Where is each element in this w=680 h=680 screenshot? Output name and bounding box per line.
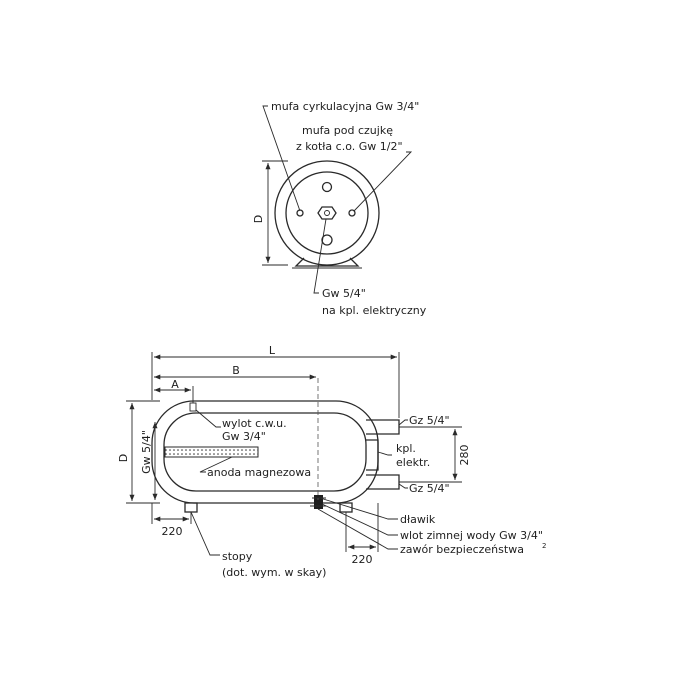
label-gz-bottom: Gz 5/4" [409, 482, 450, 495]
tank-inner-circle [285, 171, 369, 255]
label-wlot: wlot zimnej wody Gw 3/4" [400, 529, 543, 542]
label-anoda: anoda magnezowa [207, 466, 311, 479]
gz-bottom-connector [366, 474, 400, 490]
leader-wylot [195, 409, 221, 428]
leader-gz-bottom [398, 483, 408, 489]
label-kpl-line2: elektr. [396, 456, 430, 469]
label-mufa-cyrkulacyjna: mufa cyrkulacyjna Gw 3/4" [271, 100, 419, 113]
leader-kpl [377, 451, 392, 456]
foot-left [184, 502, 198, 513]
port-bottom-dot [321, 234, 333, 246]
leader-mufa-cyrk [262, 105, 301, 212]
central-flange-hex [317, 206, 337, 220]
port-right-dot [348, 209, 356, 217]
label-zawor: zawór bezpieczeństwa [400, 543, 524, 556]
anoda-magnezowa [164, 446, 259, 458]
port-top-dot [321, 181, 333, 193]
leader-zawor [317, 508, 398, 550]
dim-280-label: 280 [458, 445, 471, 466]
side-view: L B A D Gw 5/4" 280 220 220 [117, 344, 546, 579]
dlawik-block [314, 495, 323, 509]
label-stopy-line2: (dot. wym. w skay) [222, 566, 326, 579]
label-dlawik: dławik [400, 513, 436, 526]
tank-stand [294, 257, 360, 267]
tank-outer-circle [274, 160, 380, 266]
end-view: D mufa cyrkulacyjna Gw 3/4" mufa pod czu… [252, 100, 427, 317]
label-kpl-line1: kpl. [396, 442, 416, 455]
leader-gz-top [398, 419, 408, 426]
dim-220-right-label: 220 [352, 553, 373, 566]
dim-d-side-label: D [117, 454, 130, 462]
label-mufa-czujka-line2: z kotła c.o. Gw 1/2" [296, 140, 403, 153]
leader-stopy [190, 511, 220, 556]
dim-d-label: D [252, 215, 265, 223]
tank-inner-body [163, 412, 367, 492]
dim-l-label: L [269, 344, 276, 357]
leader-dlawik [319, 497, 398, 520]
dim-a-label: A [171, 378, 179, 391]
dim-gw54-vertical-label: Gw 5/4" [140, 430, 153, 474]
dim-220-left-label: 220 [162, 525, 183, 538]
leader-wlot [321, 503, 398, 536]
leader-anoda [199, 456, 233, 473]
leader-mufa-czujka [353, 151, 413, 212]
wylot-stub [189, 402, 197, 412]
label-wylot-line2: Gw 3/4" [222, 430, 266, 443]
label-gw54-top: Gw 5/4" [322, 287, 366, 300]
dim-b-label: B [232, 364, 240, 377]
leader-gw54 [313, 218, 327, 294]
label-wylot-line1: wylot c.w.u. [222, 417, 287, 430]
gz-top-connector [366, 419, 400, 435]
label-zawor-superscript: 2 [542, 542, 546, 550]
label-stopy-line1: stopy [222, 550, 253, 563]
kpl-elektr-connector [366, 439, 379, 471]
label-mufa-czujka-line1: mufa pod czujkę [302, 124, 393, 137]
label-kpl-elektryczny: na kpl. elektryczny [322, 304, 427, 317]
label-gz-top: Gz 5/4" [409, 414, 450, 427]
